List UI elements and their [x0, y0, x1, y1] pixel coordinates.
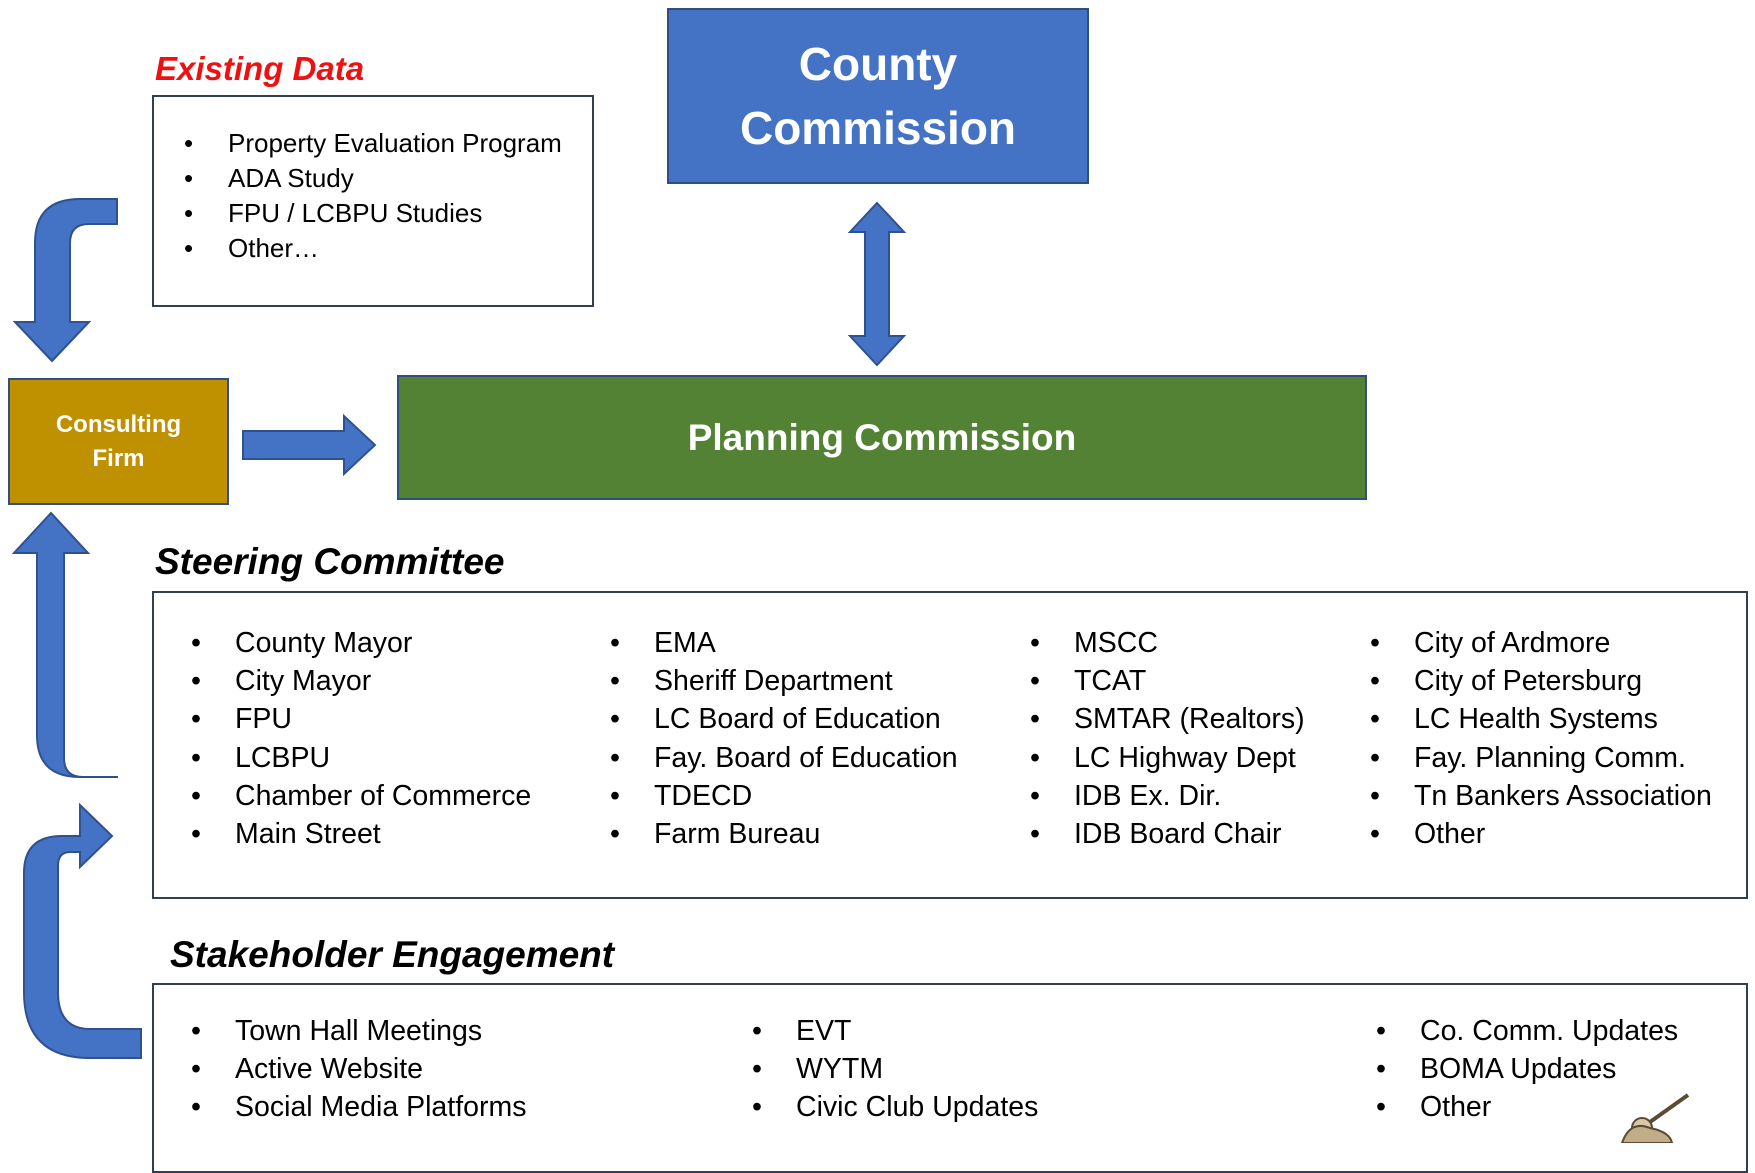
list-item: TDECD — [610, 777, 958, 815]
list-item: Fay. Planning Comm. — [1370, 739, 1712, 777]
list-item: FPU / LCBPU Studies — [184, 196, 562, 231]
arrow-right-to-planning-icon — [242, 413, 377, 477]
arrow-down-from-existing-data-icon — [12, 198, 118, 363]
double-arrow-county-planning-icon — [847, 201, 907, 367]
list-item: LC Health Systems — [1370, 700, 1712, 738]
stakeholder-engagement-box: Town Hall Meetings Active Website Social… — [152, 983, 1748, 1173]
list-item: IDB Ex. Dir. — [1030, 777, 1305, 815]
stakeholder-engagement-title: Stakeholder Engagement — [170, 934, 615, 975]
county-commission-box: County Commission — [667, 8, 1089, 184]
list-item: Chamber of Commerce — [191, 777, 531, 815]
consulting-firm-line1: Consulting — [55, 410, 182, 438]
arrows-layer — [11, 198, 1690, 1143]
list-item: BOMA Updates — [1376, 1050, 1678, 1088]
steering-committee-box: County Mayor City Mayor FPU LCBPU Chambe… — [152, 591, 1748, 899]
steering-column-1: County Mayor City Mayor FPU LCBPU Chambe… — [191, 624, 531, 853]
list-item: Other… — [184, 231, 562, 266]
stakeholder-column-1: Town Hall Meetings Active Website Social… — [191, 1012, 526, 1126]
stakeholder-column-3: Co. Comm. Updates BOMA Updates Other — [1376, 1012, 1678, 1126]
list-item: Other — [1376, 1088, 1678, 1126]
list-item: EMA — [610, 624, 958, 662]
arrow-stakeholder-to-steering-icon — [23, 802, 142, 1059]
list-item: Property Evaluation Program — [184, 126, 562, 161]
county-commission-line1: County — [798, 38, 958, 90]
list-item: MSCC — [1030, 624, 1305, 662]
list-item: Fay. Board of Education — [610, 739, 958, 777]
list-item: IDB Board Chair — [1030, 815, 1305, 853]
list-item: WYTM — [752, 1050, 1038, 1088]
list-item: Co. Comm. Updates — [1376, 1012, 1678, 1050]
list-item: Main Street — [191, 815, 531, 853]
consulting-firm-box: Consulting Firm — [8, 378, 229, 505]
list-item: SMTAR (Realtors) — [1030, 700, 1305, 738]
planning-commission-label: Planning Commission — [687, 416, 1077, 458]
steering-committee-title: Steering Committee — [155, 541, 505, 582]
list-item: City of Ardmore — [1370, 624, 1712, 662]
list-item: Civic Club Updates — [752, 1088, 1038, 1126]
list-item: Other — [1370, 815, 1712, 853]
existing-data-box: Property Evaluation Program ADA Study FP… — [152, 95, 594, 307]
list-item: City of Petersburg — [1370, 662, 1712, 700]
list-item: FPU — [191, 700, 531, 738]
list-item: Tn Bankers Association — [1370, 777, 1712, 815]
list-item: LCBPU — [191, 739, 531, 777]
county-commission-line2: Commission — [739, 102, 1017, 154]
planning-commission-box: Planning Commission — [397, 375, 1367, 500]
existing-data-title: Existing Data — [155, 50, 365, 87]
list-item: Farm Bureau — [610, 815, 958, 853]
existing-data-list: Property Evaluation Program ADA Study FP… — [184, 126, 562, 266]
steering-column-4: City of Ardmore City of Petersburg LC He… — [1370, 624, 1712, 853]
figure-illustration-icon — [1620, 1093, 1690, 1143]
list-item: Town Hall Meetings — [191, 1012, 526, 1050]
arrow-up-to-consulting-icon — [11, 511, 118, 778]
list-item: TCAT — [1030, 662, 1305, 700]
list-item: City Mayor — [191, 662, 531, 700]
list-item: EVT — [752, 1012, 1038, 1050]
steering-column-2: EMA Sheriff Department LC Board of Educa… — [610, 624, 958, 853]
list-item: LC Highway Dept — [1030, 739, 1305, 777]
consulting-firm-line2: Firm — [92, 444, 145, 472]
list-item: Social Media Platforms — [191, 1088, 526, 1126]
list-item: Active Website — [191, 1050, 526, 1088]
list-item: LC Board of Education — [610, 700, 958, 738]
steering-column-3: MSCC TCAT SMTAR (Realtors) LC Highway De… — [1030, 624, 1305, 853]
list-item: Sheriff Department — [610, 662, 958, 700]
list-item: ADA Study — [184, 161, 562, 196]
stakeholder-column-2: EVT WYTM Civic Club Updates — [752, 1012, 1038, 1126]
list-item: County Mayor — [191, 624, 531, 662]
